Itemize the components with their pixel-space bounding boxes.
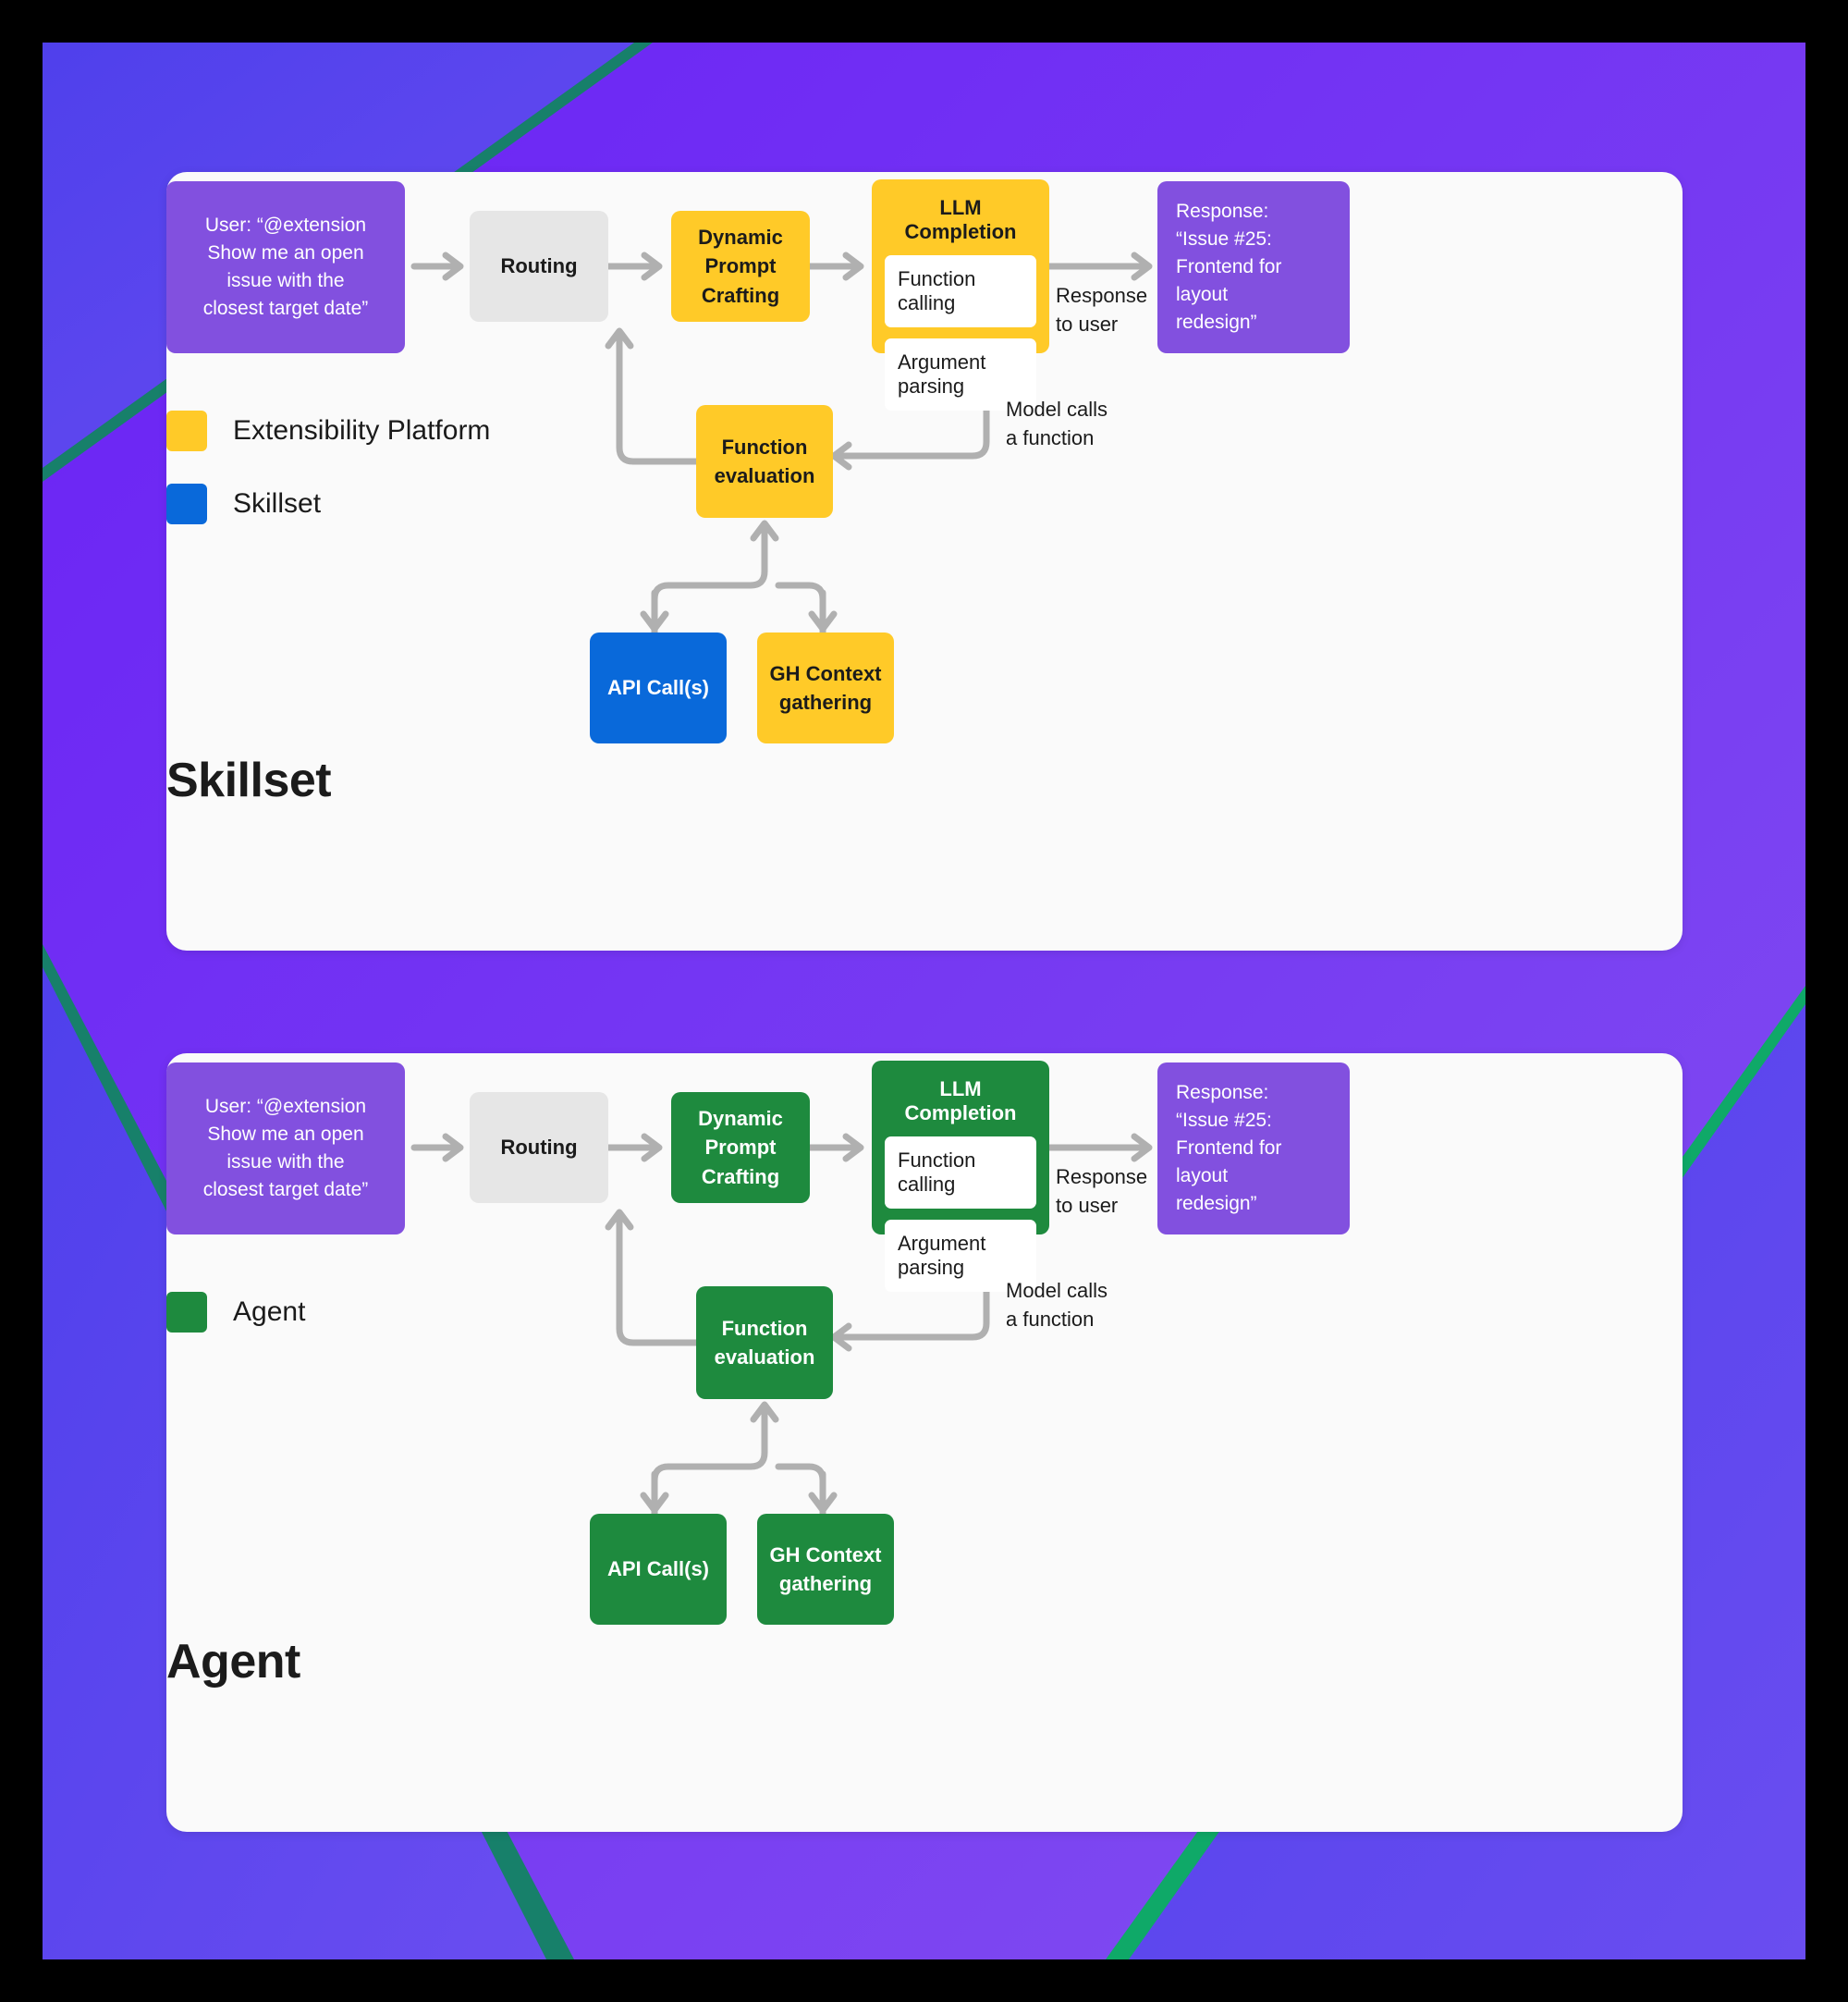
model-calls-function-label: Model calls a function xyxy=(1006,1279,1108,1332)
skillset-section-title: Skillset xyxy=(166,754,332,807)
response-node: Response: “Issue #25: Frontend for layou… xyxy=(1157,1062,1350,1234)
argument-parsing-subnode: Argument parsing xyxy=(885,1220,1036,1292)
legend-label: Skillset xyxy=(233,488,322,519)
legend-label: Extensibility Platform xyxy=(233,415,491,446)
llm-completion-title: LLM Completion xyxy=(904,1077,1017,1124)
agent-section-title: Agent xyxy=(166,1635,300,1689)
legend-item-extensibility-platform: Extensibility Platform xyxy=(166,411,490,451)
legend-item-agent: Agent xyxy=(166,1292,305,1333)
skillset-panel: User: “@extension Show me an open issue … xyxy=(166,172,1683,951)
routing-node: Routing xyxy=(470,211,608,322)
response-to-user-label: Response to user xyxy=(1056,284,1148,337)
dynamic-prompt-crafting-node: Dynamic Prompt Crafting xyxy=(671,211,810,322)
llm-completion-node: LLM Completion Function calling Argument… xyxy=(872,179,1049,411)
legend-item-skillset: Skillset xyxy=(166,484,321,524)
gh-context-gathering-node: GH Context gathering xyxy=(757,633,894,743)
legend-label: Agent xyxy=(233,1296,306,1327)
legend-swatch-yellow xyxy=(166,411,207,451)
response-node: Response: “Issue #25: Frontend for layou… xyxy=(1157,181,1350,353)
api-calls-node: API Call(s) xyxy=(590,1514,727,1625)
llm-completion-title: LLM Completion xyxy=(904,196,1017,243)
function-evaluation-node: Function evaluation xyxy=(696,1286,833,1399)
model-calls-function-label: Model calls a function xyxy=(1006,398,1108,450)
legend-swatch-green xyxy=(166,1292,207,1333)
dynamic-prompt-crafting-node: Dynamic Prompt Crafting xyxy=(671,1092,810,1203)
legend-swatch-blue xyxy=(166,484,207,524)
function-calling-subnode: Function calling xyxy=(885,1136,1036,1209)
response-to-user-label: Response to user xyxy=(1056,1165,1148,1218)
gh-context-gathering-node: GH Context gathering xyxy=(757,1514,894,1625)
agent-panel: User: “@extension Show me an open issue … xyxy=(166,1053,1683,1832)
function-calling-subnode: Function calling xyxy=(885,255,1036,327)
function-evaluation-node: Function evaluation xyxy=(696,405,833,518)
argument-parsing-subnode: Argument parsing xyxy=(885,338,1036,411)
llm-completion-node: LLM Completion Function calling Argument… xyxy=(872,1061,1049,1292)
api-calls-node: API Call(s) xyxy=(590,633,727,743)
user-request-node: User: “@extension Show me an open issue … xyxy=(166,1062,405,1234)
routing-node: Routing xyxy=(470,1092,608,1203)
user-request-node: User: “@extension Show me an open issue … xyxy=(166,181,405,353)
